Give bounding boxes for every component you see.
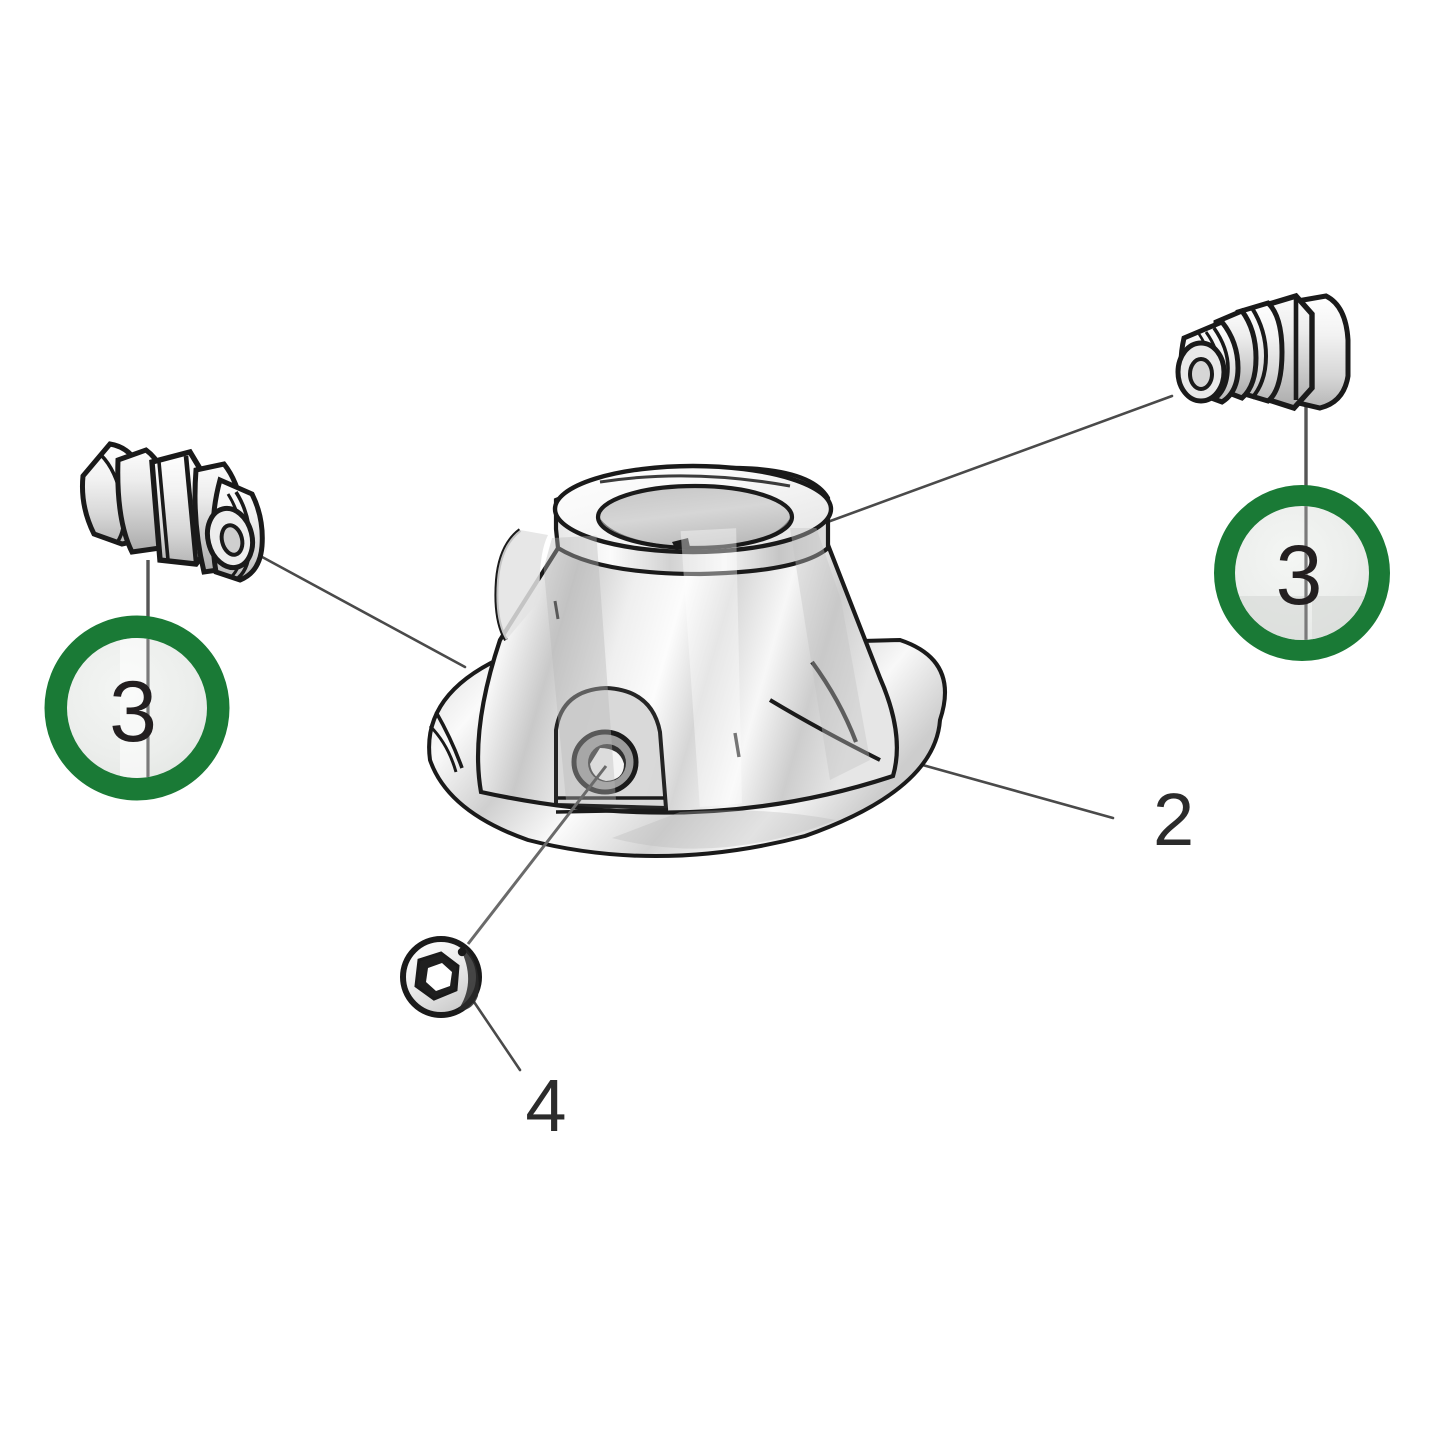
- housing-tick-1: [733, 732, 741, 758]
- leader-line-housing: [917, 762, 1115, 820]
- housing-bore-shadow: [599, 519, 791, 550]
- cone-housing-part[interactable]: [427, 463, 947, 859]
- callout-3-right-ring: [1214, 485, 1390, 661]
- housing-back-rib: [810, 660, 858, 743]
- housing-side-rib-fill: [496, 530, 548, 640]
- screw-head-dimple: [457, 947, 467, 957]
- leader-line-screw-to-label: [468, 994, 522, 1072]
- callout-3-right-label: 3: [1276, 528, 1323, 622]
- housing-back-rib-2: [768, 698, 881, 762]
- fitting-right-knurl-1: [1212, 326, 1230, 402]
- callout-3-right[interactable]: 3: [1214, 404, 1390, 661]
- callout-4-label: 4: [525, 1064, 566, 1147]
- housing-tick-2: [553, 600, 560, 620]
- leader-line-fitting-left: [251, 550, 467, 669]
- fitting-left-bore-inner: [219, 523, 245, 557]
- housing-bore-inner: [595, 483, 795, 551]
- fitting-right[interactable]: [1175, 292, 1351, 412]
- fitting-left[interactable]: [80, 441, 265, 583]
- fitting-right-collar-ring-1: [1250, 306, 1269, 400]
- housing-bore-notch: [672, 538, 690, 550]
- housing-top-highlight: [599, 474, 791, 488]
- fitting-left-hex-edge-1: [183, 455, 199, 563]
- callout-3-left-ring: [44, 615, 230, 801]
- fitting-right-bore-inner: [1188, 357, 1214, 391]
- screw-hex-socket-inner: [426, 963, 452, 991]
- leader-lines: [251, 394, 1174, 1072]
- fitting-left-hex-edge-2: [157, 461, 170, 561]
- housing-left-notch-2: [428, 724, 458, 773]
- housing-recess-shadow-2: [555, 808, 669, 814]
- leader-line-fitting-right: [801, 394, 1174, 533]
- button-head-screw[interactable]: [400, 936, 482, 1018]
- screw-head-shadow: [458, 948, 479, 1011]
- callout-2-label: 2: [1153, 778, 1194, 861]
- leader-line-screw-to-boss: [466, 765, 608, 945]
- housing-left-notch: [434, 711, 464, 769]
- callout-3-left[interactable]: 3: [44, 560, 230, 801]
- housing-recess-hole-light: [590, 748, 624, 781]
- callout-3-left-label: 3: [109, 664, 157, 760]
